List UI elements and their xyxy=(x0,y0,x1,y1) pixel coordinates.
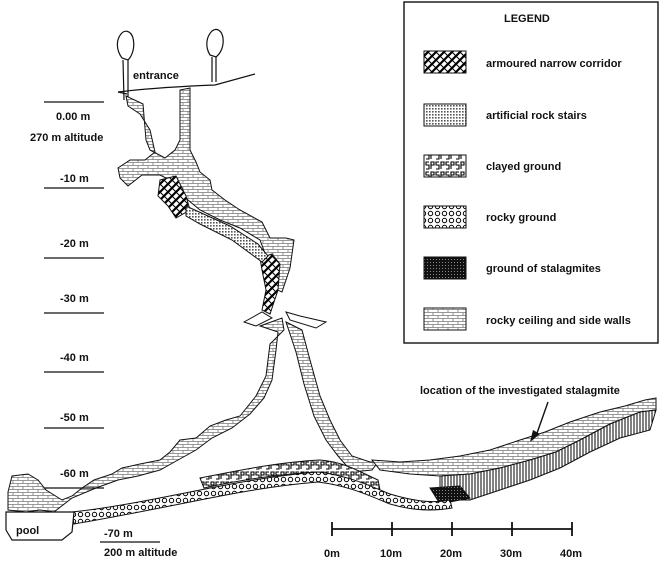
legend-label-clayed-ground: clayed ground xyxy=(486,161,561,173)
pool-basin xyxy=(5,511,75,541)
legend-swatch-rocky-ground xyxy=(423,205,467,229)
altitude-label-bottom: 200 m altitude xyxy=(104,547,177,559)
entrance-label: entrance xyxy=(133,70,179,82)
scale-label-0: 0m xyxy=(324,548,340,560)
rock-stairs xyxy=(185,205,269,263)
scale-label-40: 40m xyxy=(560,548,582,560)
scale-label-20: 20m xyxy=(440,548,462,560)
altitude-label-top: 270 m altitude xyxy=(30,132,103,144)
depth-markers: 0.00 m 270 m altitude -10 m -20 m -30 m … xyxy=(30,101,177,559)
pool-label: pool xyxy=(16,525,39,537)
legend-swatch-armoured-corridor xyxy=(423,50,467,74)
legend-swatch-clayed-ground xyxy=(423,154,467,178)
armoured-corridor-middle xyxy=(259,253,281,315)
legend: LEGEND armoured narrow corridor artifici… xyxy=(403,1,659,344)
tree-right-icon xyxy=(206,28,224,82)
legend-label-stalagmites: ground of stalagmites xyxy=(486,263,601,275)
armoured-corridor-upper xyxy=(157,175,191,219)
rocky-ground-floor xyxy=(71,471,453,525)
legend-swatch-rock-stairs xyxy=(423,103,467,127)
stalagmite-zone xyxy=(439,409,657,501)
depth-label-50: -50 m xyxy=(60,412,89,424)
depth-label-40: -40 m xyxy=(60,352,89,364)
legend-swatch-ceiling-walls xyxy=(423,307,467,331)
stalagmite-callout: location of the investigated stalagmite xyxy=(420,385,620,397)
cave-profile xyxy=(5,28,657,541)
right-wall-descent xyxy=(285,321,379,473)
callout-arrow xyxy=(530,401,549,442)
scale-label-10: 10m xyxy=(380,548,402,560)
left-wall-descent xyxy=(7,317,285,513)
depth-label-0: 0.00 m xyxy=(56,111,90,123)
depth-label-60: -60 m xyxy=(60,468,89,480)
legend-label-armoured-corridor: armoured narrow corridor xyxy=(486,58,622,70)
depth-label-30: -30 m xyxy=(60,293,89,305)
depth-label-70: -70 m xyxy=(104,528,133,540)
stalagmite-ground xyxy=(429,485,471,505)
legend-title: LEGEND xyxy=(504,13,550,25)
tree-left-icon xyxy=(116,30,135,101)
legend-swatch-stalagmites xyxy=(423,256,467,280)
ground-surface-line xyxy=(117,73,256,93)
depth-label-20: -20 m xyxy=(60,238,89,250)
legend-label-rock-stairs: artificial rock stairs xyxy=(486,110,587,122)
depth-label-10: -10 m xyxy=(60,173,89,185)
legend-label-rocky-ground: rocky ground xyxy=(486,212,556,224)
scale-bar: 0m 10m 20m 30m 40m xyxy=(324,522,582,560)
legend-label-ceiling-walls: rocky ceiling and side walls xyxy=(486,315,631,327)
scale-label-30: 30m xyxy=(500,548,522,560)
